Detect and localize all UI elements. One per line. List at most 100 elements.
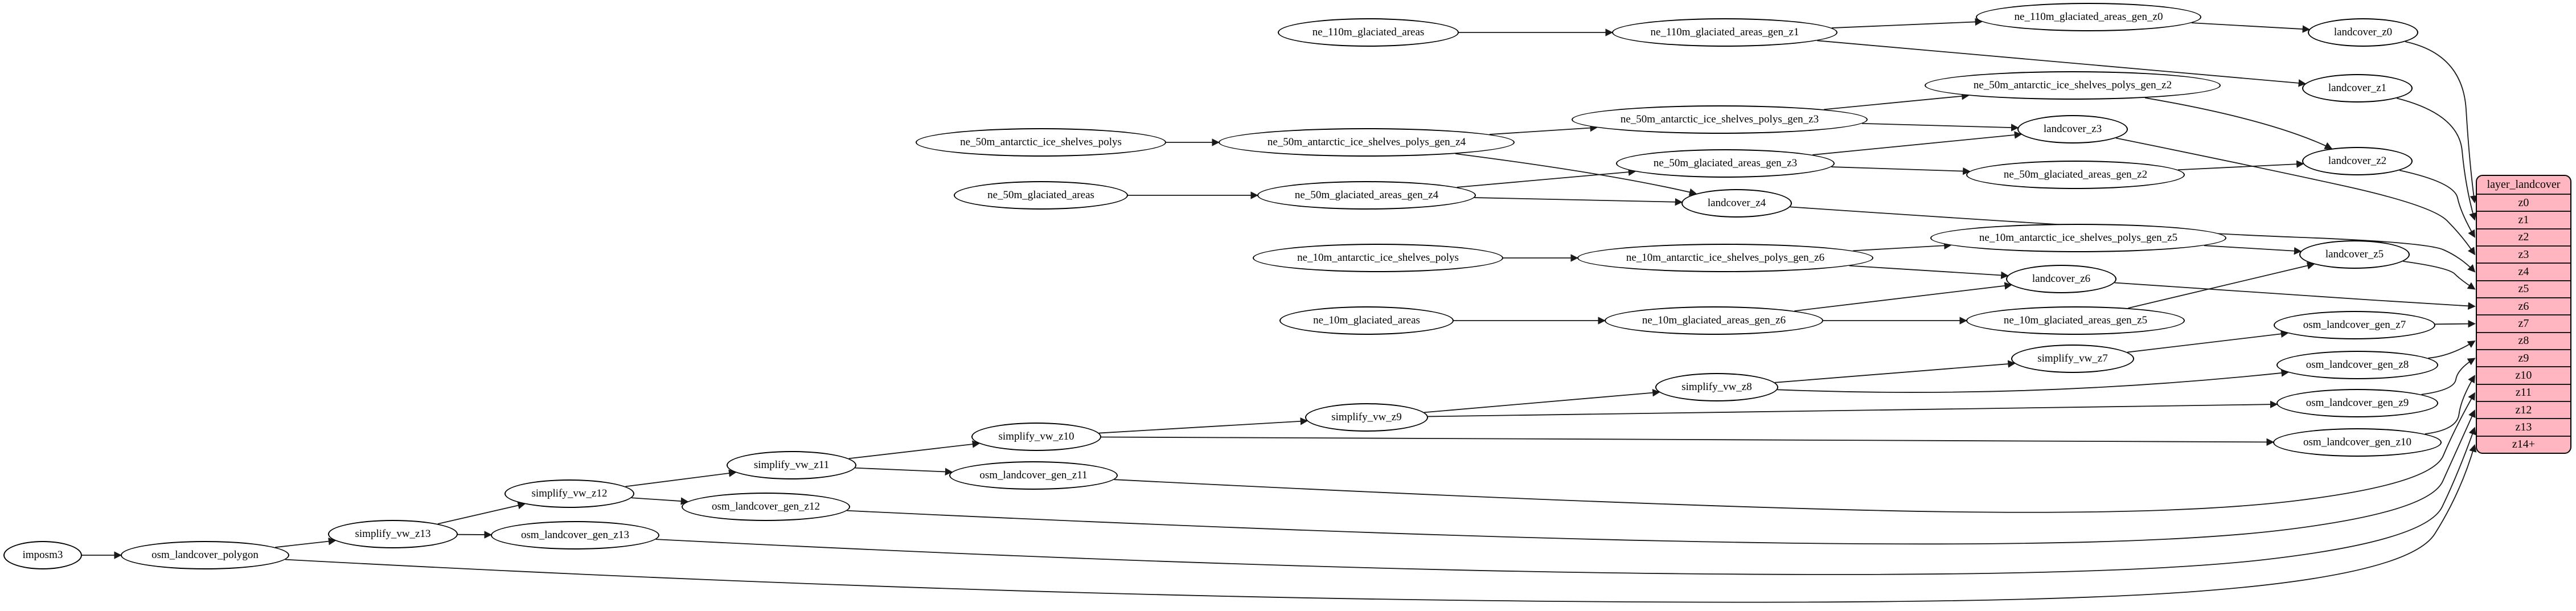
node-simplify_vw_z8: simplify_vw_z8: [1655, 373, 1778, 401]
node-osm_landcover_gen_z10: osm_landcover_gen_z10: [2273, 428, 2442, 457]
table-row-z14+: z14+: [2512, 438, 2536, 451]
edge-n110g0-to-lz0: [2191, 22, 2311, 33]
edge-n110g1-to-lz1: [1817, 40, 2307, 87]
edge-n50ag2-to-lz2: [2145, 97, 2333, 149]
table-row-z6: z6: [2477, 298, 2570, 316]
node-landcover_z3: landcover_z3: [2017, 115, 2128, 143]
node-ne_110m_glaciated_areas: ne_110m_glaciated_areas: [1278, 18, 1459, 47]
edge-svw9-to-og9: [1428, 400, 2278, 417]
table-row-z5: z5: [2477, 281, 2570, 298]
table-row-z11: z11: [2477, 385, 2570, 402]
node-landcover_z0: landcover_z0: [2308, 18, 2418, 47]
edge-svw13-to-svw12: [437, 502, 526, 524]
edge-n50gg4-to-lz4: [1474, 197, 1683, 206]
edge-n50gg3-to-n50gg2: [1831, 166, 1971, 175]
node-ne_50m_glaciated_areas_gen_z4: ne_50m_glaciated_areas_gen_z4: [1257, 181, 1476, 210]
edge-og8-to-row-z8: [2428, 340, 2476, 359]
table-title: layer_landcover: [2477, 176, 2570, 195]
table-row-z9: z9: [2477, 350, 2570, 368]
node-ne_110m_glaciated_areas_gen_z1: ne_110m_glaciated_areas_gen_z1: [1612, 18, 1837, 47]
edge-n50ag3-to-lz3: [1862, 122, 2019, 132]
table-row-z7: z7: [2477, 315, 2570, 333]
node-ne_10m_antarctic_ice_shelves_polys: ne_10m_antarctic_ice_shelves_polys: [1253, 244, 1503, 272]
table-row-z12: z12: [2477, 402, 2570, 420]
node-simplify_vw_z11: simplify_vw_z11: [727, 451, 856, 479]
edge-lz3-to-row-z3: [2115, 137, 2476, 256]
edge-n50ag4-to-n50ag3: [1489, 124, 1598, 135]
node-landcover_z2: landcover_z2: [2302, 147, 2413, 175]
edge-og11-to-row-z11: [1114, 392, 2475, 513]
edge-og7-to-row-z7: [2435, 319, 2476, 328]
node-ne_50m_antarctic_ice_shelves_polys_gen_z3: ne_50m_antarctic_ice_shelves_polys_gen_z…: [1572, 105, 1868, 134]
node-ne_10m_glaciated_areas: ne_10m_glaciated_areas: [1279, 306, 1454, 335]
table-row-z3: z3: [2477, 247, 2570, 264]
node-ne_50m_antarctic_ice_shelves_polys_gen_z4: ne_50m_antarctic_ice_shelves_polys_gen_z…: [1219, 128, 1515, 157]
node-landcover_z5: landcover_z5: [2299, 240, 2410, 269]
edge-svw11-to-og11: [855, 467, 953, 476]
edge-lz5-to-row-z5: [2403, 261, 2476, 290]
edge-og9-to-row-z9: [2421, 358, 2476, 395]
table-row-z10: z10: [2477, 367, 2570, 385]
node-osm_landcover_gen_z13: osm_landcover_gen_z13: [491, 521, 659, 550]
node-ne_50m_glaciated_areas_gen_z3: ne_50m_glaciated_areas_gen_z3: [1616, 149, 1835, 178]
edge-n10ag6-to-lz6: [1849, 265, 2009, 280]
node-ne_10m_glaciated_areas_gen_z6: ne_10m_glaciated_areas_gen_z6: [1605, 306, 1823, 335]
edge-lz1-to-row-z1: [2397, 97, 2477, 221]
node-simplify_vw_z9: simplify_vw_z9: [1305, 403, 1428, 432]
edge-svw10-to-svw9: [1099, 417, 1308, 434]
table-row-z8: z8: [2477, 333, 2570, 350]
node-ne_50m_glaciated_areas: ne_50m_glaciated_areas: [954, 181, 1128, 210]
node-osm_landcover_gen_z8: osm_landcover_gen_z8: [2276, 351, 2438, 379]
edge-lz4-to-row-z4: [1790, 206, 2476, 273]
node-simplify_vw_z10: simplify_vw_z10: [971, 423, 1101, 451]
edge-n50gg3-to-lz3: [1812, 131, 2023, 155]
node-osm_landcover_gen_z9: osm_landcover_gen_z9: [2276, 389, 2438, 417]
edge-n50ag3-to-n50ag2: [1824, 92, 1970, 110]
node-imposm3: imposm3: [3, 541, 82, 569]
edge-lz2-to-row-z2: [2399, 170, 2475, 238]
edge-n110g1-to-n110g0: [1831, 18, 1983, 28]
node-landcover_z4: landcover_z4: [1681, 189, 1792, 218]
node-osm_landcover_gen_z12: osm_landcover_gen_z12: [682, 493, 850, 521]
table-row-z4: z4: [2477, 264, 2570, 281]
node-landcover_z6: landcover_z6: [2006, 265, 2116, 293]
edge-lz6-to-row-z6: [2114, 282, 2476, 310]
node-landcover_z1: landcover_z1: [2302, 74, 2413, 102]
edge-svw12-to-svw11: [625, 469, 737, 487]
edge-svw10-to-og10: [1101, 436, 2274, 446]
edge-og12-to-row-z12: [847, 409, 2476, 545]
table-row-z13: z13: [2477, 419, 2570, 437]
node-osm_landcover_gen_z7: osm_landcover_gen_z7: [2274, 311, 2435, 339]
node-ne_10m_glaciated_areas_gen_z5: ne_10m_glaciated_areas_gen_z5: [1966, 306, 2185, 335]
table-row-z2: z2: [2477, 229, 2570, 247]
edge-olp-to-row-z14+: [285, 444, 2477, 603]
edge-n10ag6-to-n10ag5: [1853, 241, 1952, 252]
node-ne_50m_glaciated_areas_gen_z2: ne_50m_glaciated_areas_gen_z2: [1966, 161, 2185, 189]
node-osm_landcover_polygon: osm_landcover_polygon: [121, 541, 289, 569]
edge-svw7-to-og7: [2127, 330, 2289, 353]
edge-svw11-to-svw10: [848, 440, 981, 460]
edge-n10ag5-to-lz5: [2204, 245, 2302, 255]
edge-svw12-to-og12: [631, 497, 689, 505]
edge-olp-to-svw13: [275, 537, 337, 548]
edge-n10gg5-to-lz5: [2128, 262, 2315, 309]
edge-og13-to-row-z13: [655, 427, 2476, 575]
edge-n10gg6-to-lz6: [1794, 282, 2012, 311]
edge-og10-to-row-z10: [2425, 375, 2475, 434]
edge-n50gg2-to-lz2: [2177, 160, 2304, 171]
node-ne_10m_antarctic_ice_shelves_polys_gen_z6: ne_10m_antarctic_ice_shelves_polys_gen_z…: [1577, 244, 1873, 272]
edge-svw8-to-og8: [1777, 369, 2289, 393]
node-osm_landcover_gen_z11: osm_landcover_gen_z11: [949, 461, 1118, 490]
edge-n50ag4-to-lz4: [1455, 153, 1697, 196]
node-ne_110m_glaciated_areas_gen_z0: ne_110m_glaciated_areas_gen_z0: [1976, 3, 2201, 31]
edge-svw8-to-svw7: [1775, 360, 2016, 383]
node-ne_50m_antarctic_ice_shelves_polys_gen_z2: ne_50m_antarctic_ice_shelves_polys_gen_z…: [1925, 71, 2221, 100]
edge-lz0-to-row-z0: [2405, 41, 2478, 204]
table-row-z1: z1: [2477, 212, 2570, 229]
node-simplify_vw_z12: simplify_vw_z12: [504, 479, 634, 508]
edge-n50gg4-to-n50gg3: [1457, 168, 1636, 188]
node-simplify_vw_z13: simplify_vw_z13: [328, 520, 458, 548]
